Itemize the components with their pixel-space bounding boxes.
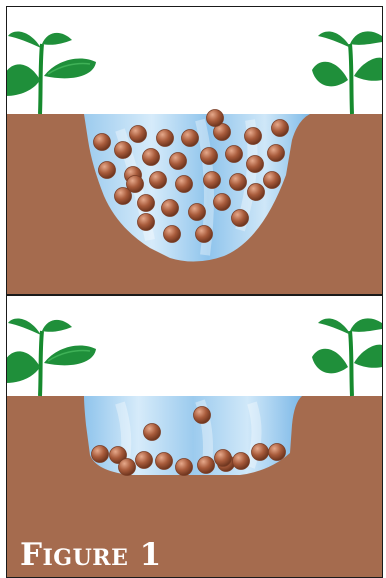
- sediment-particle: [226, 146, 243, 163]
- sediment-particle: [215, 450, 232, 467]
- sediment-particle: [189, 204, 206, 221]
- sediment-particle: [182, 130, 199, 147]
- sediment-particle: [130, 126, 147, 143]
- sediment-particle: [201, 148, 218, 165]
- sediment-particle: [136, 452, 153, 469]
- caption-initial: F: [20, 537, 43, 573]
- sediment-particle: [144, 424, 161, 441]
- sediment-particle: [138, 195, 155, 212]
- stem: [40, 44, 42, 114]
- caption-number: 1: [140, 537, 162, 573]
- sediment-particle: [264, 172, 281, 189]
- sediment-particle: [214, 194, 231, 211]
- sediment-particle: [204, 172, 221, 189]
- sediment-particle: [268, 145, 285, 162]
- sediment-particle: [94, 134, 111, 151]
- sediment-particle: [170, 153, 187, 170]
- stem: [350, 331, 352, 396]
- sediment-particle: [115, 142, 132, 159]
- sediment-particle: [92, 446, 109, 463]
- sediment-particle: [127, 176, 144, 193]
- sediment-particle: [194, 407, 211, 424]
- sediment-particle: [176, 176, 193, 193]
- sediment-particle: [156, 453, 173, 470]
- sediment-particle: [157, 130, 174, 147]
- sediment-particle: [164, 226, 181, 243]
- sediment-particle: [252, 444, 269, 461]
- panel-settled-drawing: [0, 295, 386, 578]
- sediment-particle: [232, 210, 249, 227]
- sediment-particle: [150, 172, 167, 189]
- panel-suspended-drawing: [0, 0, 386, 295]
- sediment-particle: [119, 459, 136, 476]
- sediment-particle: [196, 226, 213, 243]
- sediment-particle: [245, 128, 262, 145]
- sediment-particle: [269, 444, 286, 461]
- sediment-particle: [207, 110, 224, 127]
- sediment-particle: [99, 162, 116, 179]
- sediment-particle: [162, 200, 179, 217]
- sediment-particle: [248, 184, 265, 201]
- panel-settled: [0, 295, 386, 578]
- figure-caption: FIGURE 1: [20, 537, 162, 573]
- stem: [350, 44, 352, 114]
- sediment-particle: [143, 149, 160, 166]
- sediment-particle: [247, 156, 264, 173]
- sediment-particle: [198, 457, 215, 474]
- caption-word: IGURE: [43, 545, 129, 571]
- sediment-particle: [272, 120, 289, 137]
- sediment-particle: [233, 453, 250, 470]
- sediment-particle: [176, 459, 193, 476]
- sediment-particle: [230, 174, 247, 191]
- sediment-particle: [138, 214, 155, 231]
- panel-suspended: [0, 0, 386, 295]
- stem: [40, 331, 42, 396]
